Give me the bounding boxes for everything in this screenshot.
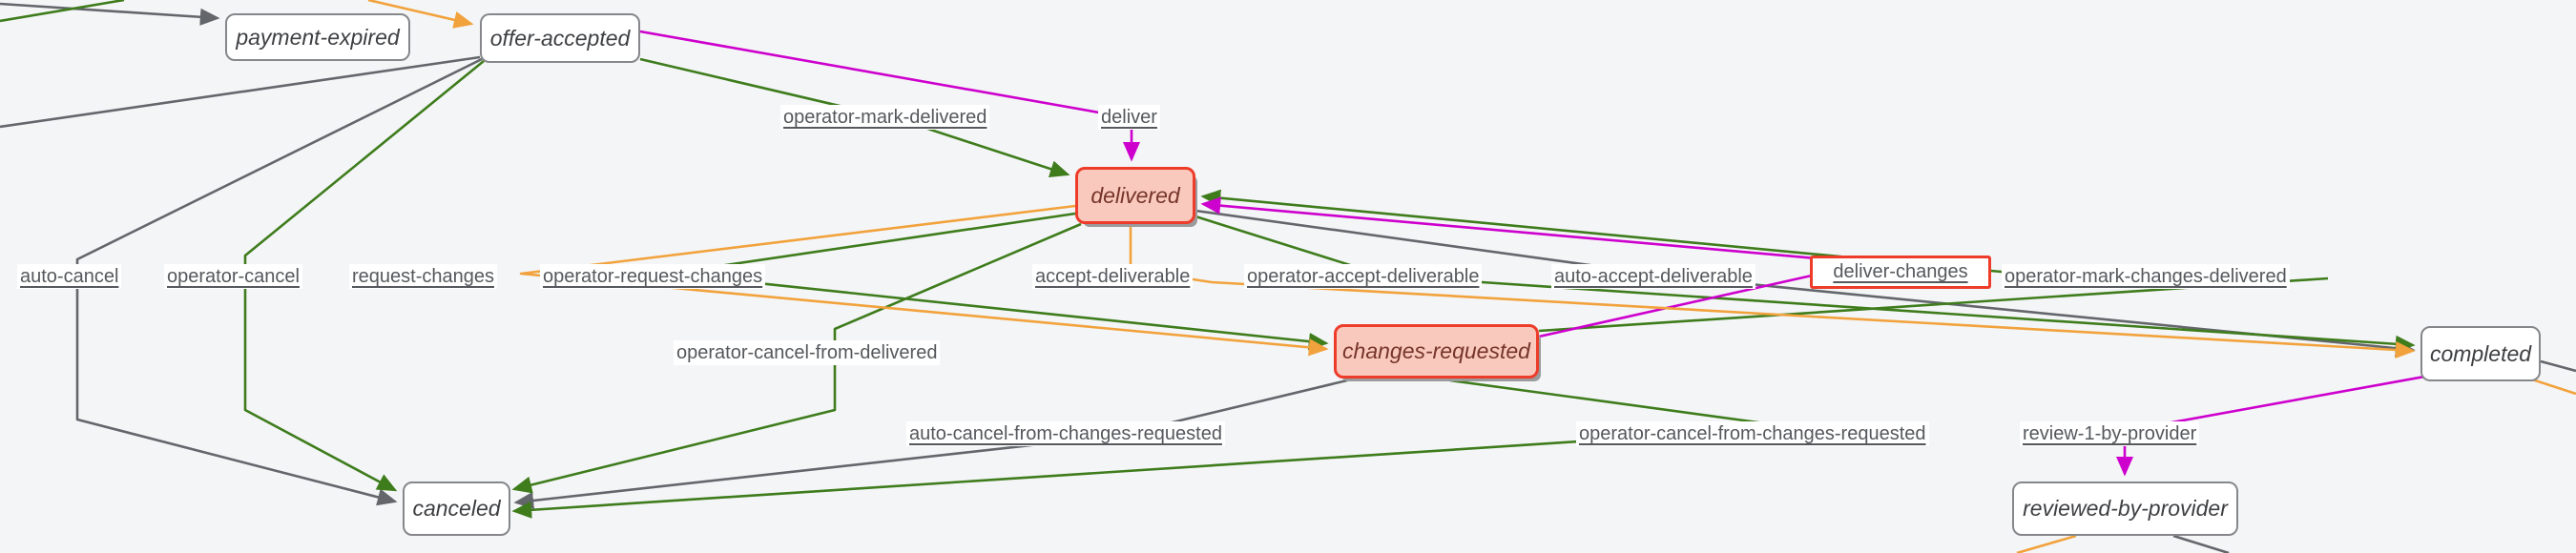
edge-offscreen-topleft-green [0, 0, 125, 23]
state-node-completed[interactable]: completed [2420, 326, 2541, 381]
edge-completed-out-gray [2540, 359, 2576, 373]
edge-offscreen-left-gray [0, 55, 481, 129]
transition-label-operator-cancel[interactable]: operator-cancel [164, 264, 302, 289]
edge-deliver [639, 30, 1141, 162]
transition-label-operator-request-changes[interactable]: operator-request-changes [540, 264, 766, 289]
state-node-payment-expired[interactable]: payment-expired [225, 13, 410, 61]
edge-offer-accepted-in [367, 0, 474, 29]
transition-label-accept-deliverable[interactable]: accept-deliverable [1032, 264, 1194, 289]
state-label: offer-accepted [489, 25, 631, 51]
transition-label-request-changes[interactable]: request-changes [349, 264, 497, 289]
transition-label-operator-mark-delivered[interactable]: operator-mark-delivered [780, 105, 990, 130]
transition-label-operator-cancel-from-delivered: operator-cancel-from-delivered [674, 340, 941, 365]
transition-label-operator-mark-changes-delivered[interactable]: operator-mark-changes-delivered [2002, 264, 2290, 289]
state-node-delivered[interactable]: delivered [1075, 167, 1195, 224]
edge-auto-cancel [75, 57, 483, 506]
state-node-offer-accepted[interactable]: offer-accepted [480, 13, 640, 63]
edge-reviewed-out-gray [2172, 534, 2230, 553]
state-label: payment-expired [236, 24, 400, 50]
transition-label-auto-cancel[interactable]: auto-cancel [17, 264, 122, 289]
edge-operator-cancel [243, 59, 485, 492]
edge-operator-cancel-from-delivered [511, 222, 1082, 494]
transition-label-deliver-changes-selected[interactable]: deliver-changes [1810, 256, 1991, 289]
transition-label-deliver[interactable]: deliver [1098, 105, 1160, 130]
state-node-changes-requested[interactable]: changes-requested [1334, 324, 1539, 379]
state-label: delivered [1091, 182, 1180, 208]
edge-reviewed-out-orange [2016, 534, 2077, 553]
edge-operator-request-changes [666, 212, 1329, 351]
transition-label-auto-accept-deliverable[interactable]: auto-accept-deliverable [1551, 264, 1755, 289]
state-label: canceled [412, 496, 501, 521]
transition-label-deliver-changes[interactable]: deliver-changes [1833, 261, 1968, 282]
edge-completed-out-orange [2531, 378, 2576, 396]
state-node-reviewed-by-provider[interactable]: reviewed-by-provider [2012, 481, 2238, 536]
transition-label-operator-cancel-from-changes-requested[interactable]: operator-cancel-from-changes-requested [1576, 421, 1929, 446]
edge-request-changes [519, 204, 1329, 357]
transition-label-operator-accept-deliverable[interactable]: operator-accept-deliverable [1244, 264, 1483, 289]
state-node-canceled[interactable]: canceled [403, 481, 510, 536]
transition-label-review-1-by-provider[interactable]: review-1-by-provider [2020, 421, 2200, 446]
state-label: changes-requested [1342, 338, 1530, 363]
edge-operator-cancel-from-changes-requested [511, 379, 1787, 519]
state-label: reviewed-by-provider [2023, 496, 2228, 521]
edge-payment-expired-in [0, 2, 220, 26]
transition-label-auto-cancel-from-changes-requested[interactable]: auto-cancel-from-changes-requested [906, 421, 1225, 446]
state-label: completed [2429, 340, 2532, 366]
